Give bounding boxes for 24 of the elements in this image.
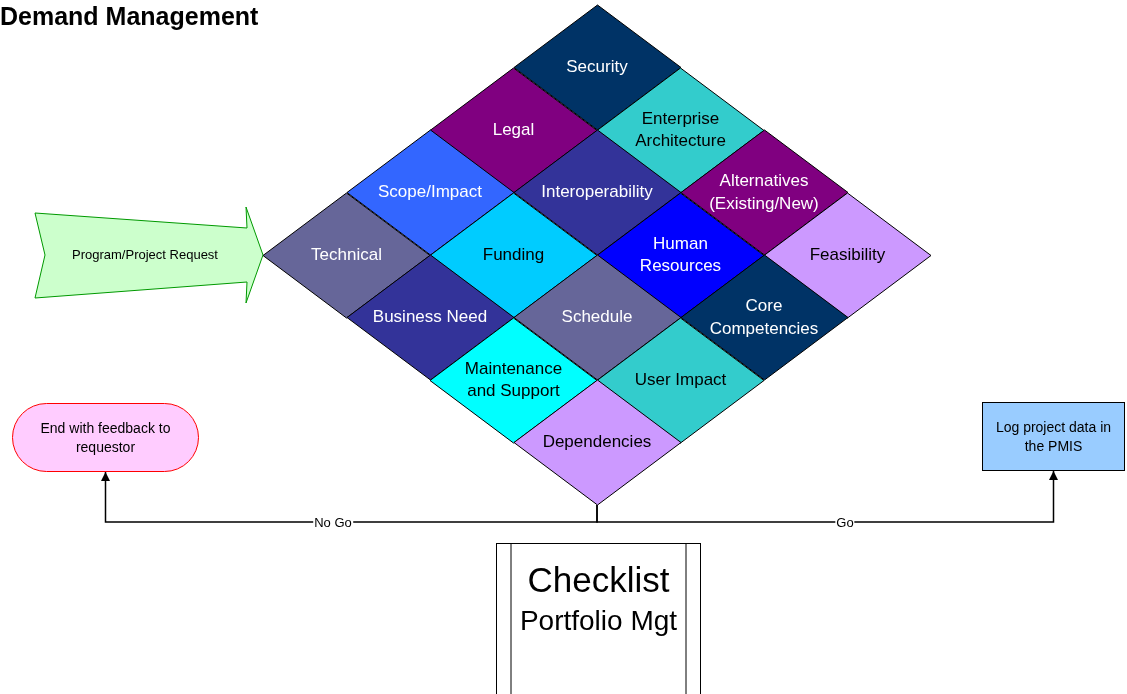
node-label: Funding (482, 243, 545, 266)
connector-arrow (101, 471, 598, 523)
node-label: Program/Project Request (72, 246, 218, 264)
node-label: Interoperability (541, 181, 653, 204)
node-label: End with feedback to requestor (39, 419, 172, 456)
node-label: Technical (311, 243, 382, 266)
node-label: Scope/Impact (378, 181, 482, 204)
node-label: Security (566, 56, 628, 79)
diagram-title: Demand Management (0, 2, 259, 31)
node-label: Log project data in the PMIS (994, 418, 1113, 455)
node-label: Enterprise Architecture (634, 107, 727, 152)
node-label: Legal (492, 118, 535, 141)
node-label: Alternatives (Existing/New) (708, 170, 820, 215)
node-label: Human Resources (638, 232, 723, 277)
box-heading: Checklist (527, 559, 670, 602)
node-label: Maintenance and Support (463, 357, 564, 402)
node-label: User Impact (634, 368, 727, 391)
node-label: Core Competencies (708, 295, 820, 340)
node-label: Dependencies (542, 431, 652, 454)
connector-arrow (596, 470, 1058, 523)
box-subtitle: Portfolio Mgt (519, 603, 678, 638)
node-label: Schedule (561, 306, 633, 329)
node-label: Business Need (372, 306, 488, 329)
node-label: Feasibility (809, 243, 886, 266)
